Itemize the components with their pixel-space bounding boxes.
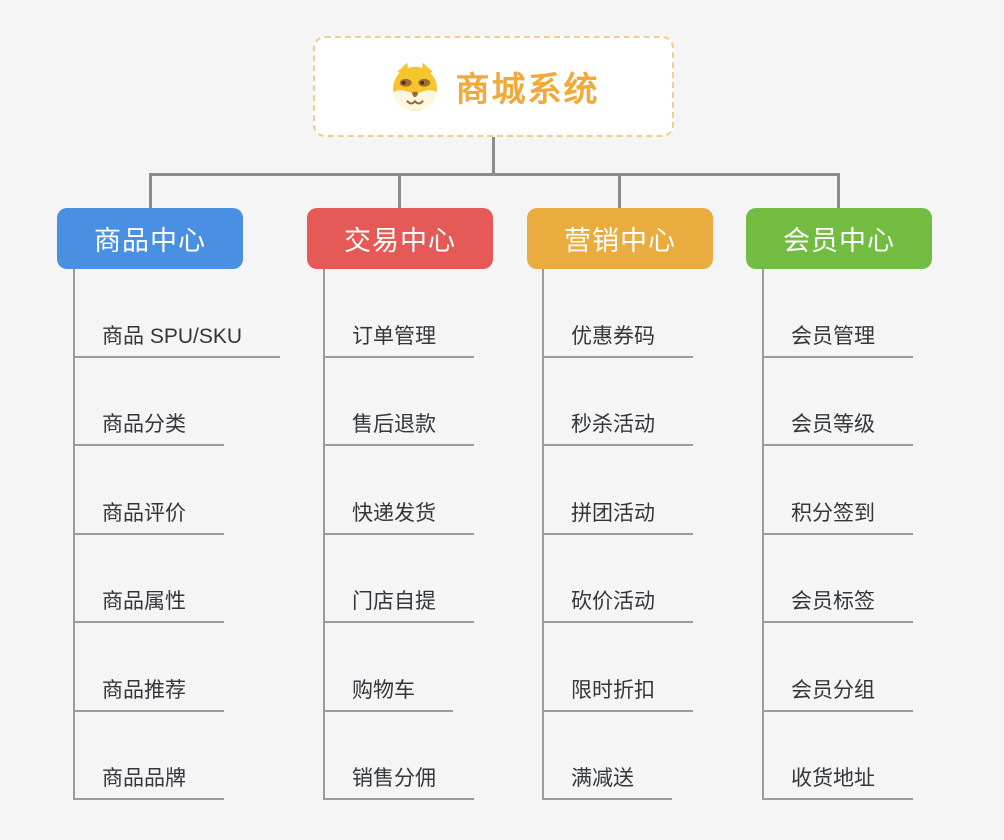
shiba-dog-icon [392,62,437,111]
connector-drop-product [149,175,152,209]
child-node[interactable]: 售后退款 [325,358,474,446]
connector-drop-marketing [618,175,621,209]
child-node[interactable]: 会员管理 [764,269,913,358]
children-column-marketing: 优惠券码 秒杀活动 拼团活动 砍价活动 限时折扣 满减送 [542,269,693,800]
branch-node-member[interactable]: 会员中心 [746,208,932,269]
child-node[interactable]: 限时折扣 [544,623,693,712]
branch-node-product[interactable]: 商品中心 [57,208,243,269]
connector-drop-member [837,175,840,209]
child-node[interactable]: 优惠券码 [544,269,693,358]
child-node[interactable]: 商品分类 [75,358,280,446]
branch-label: 商品中心 [94,226,206,256]
child-node[interactable]: 购物车 [325,623,474,712]
child-node[interactable]: 会员等级 [764,358,913,446]
branch-node-marketing[interactable]: 营销中心 [527,208,713,269]
child-node[interactable]: 商品推荐 [75,623,280,712]
branch-label: 会员中心 [783,226,895,256]
child-node[interactable]: 门店自提 [325,535,474,623]
child-node[interactable]: 积分签到 [764,446,913,535]
child-node[interactable]: 秒杀活动 [544,358,693,446]
branch-label: 交易中心 [344,226,456,256]
child-node[interactable]: 销售分佣 [325,712,474,800]
child-node[interactable]: 会员分组 [764,623,913,712]
child-node[interactable]: 收货地址 [764,712,913,800]
branch-label: 营销中心 [564,226,676,256]
root-node[interactable]: 商城系统 [313,36,674,137]
child-node[interactable]: 快递发货 [325,446,474,535]
child-node[interactable]: 会员标签 [764,535,913,623]
branch-node-trade[interactable]: 交易中心 [307,208,493,269]
child-node[interactable]: 商品属性 [75,535,280,623]
children-column-member: 会员管理 会员等级 积分签到 会员标签 会员分组 收货地址 [762,269,913,800]
child-node[interactable]: 商品品牌 [75,712,280,800]
connector-bus [149,173,840,176]
connector-drop-trade [398,175,401,209]
child-node[interactable]: 订单管理 [325,269,474,358]
child-node[interactable]: 满减送 [544,712,693,800]
children-column-product: 商品 SPU/SKU 商品分类 商品评价 商品属性 商品推荐 商品品牌 [73,269,281,800]
root-title: 商城系统 [455,71,600,109]
child-node[interactable]: 商品 SPU/SKU [75,269,281,358]
child-node[interactable]: 拼团活动 [544,446,693,535]
children-column-trade: 订单管理 售后退款 快递发货 门店自提 购物车 销售分佣 [323,269,474,800]
connector-root-stem [492,137,495,175]
child-node[interactable]: 商品评价 [75,446,280,535]
child-node[interactable]: 砍价活动 [544,535,693,623]
